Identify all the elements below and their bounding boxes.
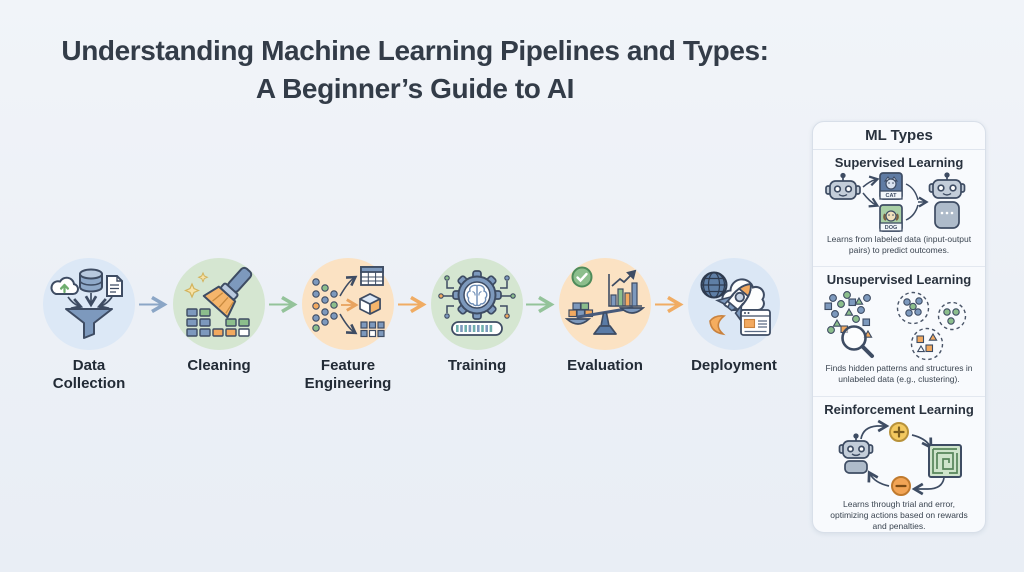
step-label: Training (447, 357, 507, 374)
pipeline-step-cleaning: Cleaning (171, 258, 267, 375)
ml-types-title: ML Types (865, 127, 933, 144)
grid-icon (360, 321, 385, 338)
browser-window-icon (740, 309, 771, 336)
step-label: Feature Engineering (304, 357, 392, 392)
upload-cloud-icon (50, 276, 79, 295)
supervised-learning-icon: CAT DOG (825, 172, 966, 232)
step-circle (431, 258, 523, 350)
cleaning-brush-icon (184, 266, 253, 337)
section-description: Learns through trial and error, optimizi… (830, 499, 968, 532)
pipeline-step-training: Training (429, 258, 525, 375)
data-blocks (186, 308, 250, 337)
step-label: Cleaning (187, 357, 251, 374)
circuit-traces (442, 281, 512, 313)
globe-icon (700, 271, 728, 299)
sparkle-icon (184, 271, 209, 299)
brain-icon (466, 284, 488, 307)
scatter-points (312, 278, 338, 332)
penalty-minus-icon (891, 476, 911, 496)
section-description: Finds hidden patterns and structures in … (825, 363, 973, 385)
scatter-shapes (824, 291, 873, 338)
pipeline-step-data-collection: Data Collection (41, 258, 137, 393)
brush (202, 266, 253, 319)
feature-engineering-icon (312, 266, 385, 338)
progress-bar (451, 321, 503, 336)
deployment-rocket-icon (700, 271, 771, 336)
section-description: Learns from labeled data (input-output p… (826, 234, 972, 256)
step-label: Data Collection (52, 357, 126, 392)
section-title: Supervised Learning (834, 155, 964, 170)
step-circle (302, 258, 394, 350)
step-circle (173, 258, 265, 350)
page-title: Understanding Machine Learning Pipelines… (0, 32, 830, 107)
ml-types-panel: ML Types Supervised Learning (812, 121, 986, 533)
table-icon (360, 266, 384, 286)
unsupervised-learning-icon (824, 291, 967, 361)
section-unsupervised-learning: Unsupervised Learning (813, 267, 985, 397)
robot-icon (825, 172, 861, 200)
flame-swoosh (709, 315, 726, 336)
cluster-3 (910, 327, 944, 361)
title-line-2: A Beginner’s Guide to AI (255, 72, 575, 104)
blocks-stack (568, 302, 594, 318)
flow-arrow-3 (398, 296, 427, 313)
step-circle (559, 258, 651, 350)
reward-plus-icon (889, 422, 909, 442)
reinforcement-learning-icon (838, 419, 962, 496)
dog-label: DOG (885, 225, 898, 231)
flow-arrow-4 (526, 296, 555, 313)
cluster-2 (937, 301, 967, 331)
circuit-nodes (438, 275, 516, 319)
step-circle (43, 258, 135, 350)
pipeline-step-deployment: Deployment (686, 258, 782, 375)
section-title: Unsupervised Learning (826, 272, 972, 287)
flow-arrow-1 (139, 296, 168, 313)
dog-card: DOG (879, 204, 903, 232)
funnel-icon (65, 308, 113, 339)
section-reinforcement-learning: Reinforcement Learning (813, 397, 985, 532)
document-icon (106, 275, 123, 297)
section-title: Reinforcement Learning (824, 402, 974, 417)
bar-chart-icon (608, 269, 642, 307)
robot-icon (838, 433, 874, 474)
pipeline-step-feature-engineering: Feature Engineering (300, 258, 396, 393)
step-circle (688, 258, 780, 350)
pipeline-step-evaluation: Evaluation (557, 258, 653, 375)
flow-arrow-2 (269, 296, 298, 313)
data-collection-icon (50, 268, 123, 339)
evaluation-scale-icon (565, 266, 645, 335)
database-icon (79, 268, 103, 293)
cluster-1 (896, 291, 930, 325)
ml-types-header: ML Types (813, 122, 985, 150)
step-label: Evaluation (567, 357, 643, 374)
check-circle-icon (571, 266, 593, 288)
step-label: Deployment (691, 357, 777, 374)
cat-label: CAT (886, 193, 898, 199)
robot-icon (928, 172, 966, 229)
flow-arrow-5 (655, 296, 684, 313)
balance-scale (565, 306, 645, 335)
title-line-1: Understanding Machine Learning Pipelines… (61, 35, 769, 66)
maze-icon (928, 444, 962, 478)
rocket (715, 282, 752, 322)
training-gear-brain-icon (438, 270, 516, 336)
cube-icon (359, 293, 381, 315)
section-supervised-learning: Supervised Learning CAT (813, 150, 985, 267)
magnifier-icon (841, 325, 874, 358)
cat-card: CAT (879, 172, 903, 200)
